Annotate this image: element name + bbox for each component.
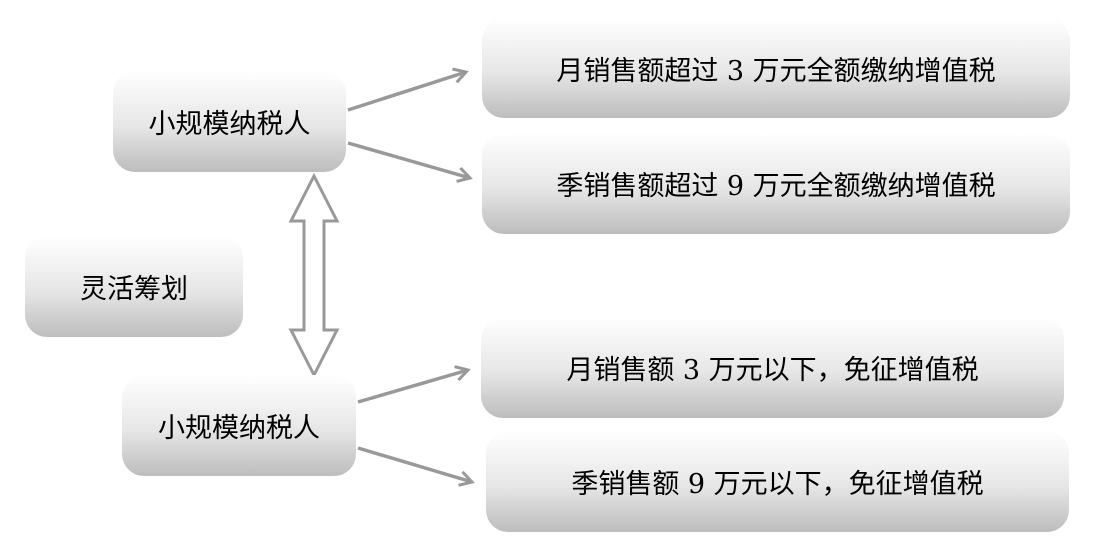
- left-label-text: 灵活筹划: [80, 274, 188, 305]
- arrow-top-to-monthly: [347, 72, 466, 112]
- arrow-bottom-to-monthly: [357, 370, 468, 404]
- bottom-source-label: 小规模纳税人: [158, 413, 320, 444]
- bottom-target-monthly-box: 月销售额 3 万元以下，免征增值税: [481, 317, 1064, 418]
- top-source-box: 小规模纳税人: [113, 71, 346, 172]
- arrow-top-to-quarterly: [347, 141, 470, 178]
- bottom-target-quarterly-box: 季销售额 9 万元以下，免征增值税: [486, 431, 1069, 532]
- top-target-monthly-label: 月销售额超过 3 万元全额缴纳增值税: [556, 55, 996, 87]
- bottom-target-quarterly-label: 季销售额 9 万元以下，免征增值税: [571, 469, 984, 500]
- bottom-source-box: 小规模纳税人: [122, 375, 356, 476]
- top-source-label: 小规模纳税人: [148, 109, 311, 140]
- double-headed-arrow: [288, 172, 340, 379]
- top-target-quarterly-label: 季销售额超过 9 万元全额缴纳增值税: [556, 171, 996, 202]
- top-target-quarterly-box: 季销售额超过 9 万元全额缴纳增值税: [482, 133, 1070, 234]
- bottom-target-monthly-label: 月销售额 3 万元以下，免征增值税: [566, 355, 979, 386]
- top-target-monthly-box: 月销售额超过 3 万元全额缴纳增值税: [482, 18, 1070, 118]
- left-label-box: 灵活筹划: [25, 236, 243, 337]
- arrow-bottom-to-quarterly: [357, 446, 472, 482]
